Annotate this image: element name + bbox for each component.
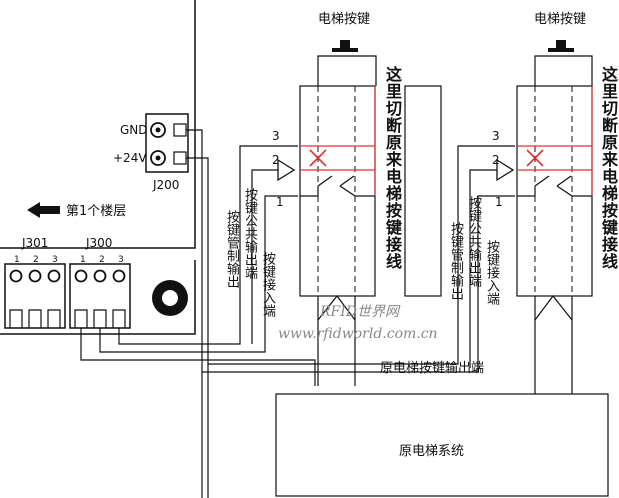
- svg-text:3: 3: [52, 255, 58, 265]
- elevator-system-box: [275, 393, 609, 497]
- input-left: 按键接入端: [260, 252, 275, 317]
- ctrl-out-right: 按键管制输出: [448, 222, 463, 300]
- cut-mark-right: [526, 149, 544, 167]
- pushbutton-right-icon: [556, 40, 566, 48]
- svg-text:2: 2: [99, 255, 105, 265]
- v24-label: +24V: [113, 151, 147, 165]
- button-right-title: 电梯按键: [534, 12, 586, 27]
- common-out-right: 按键公共输出端: [466, 196, 481, 287]
- svg-text:1: 1: [80, 255, 86, 265]
- svg-text:2: 2: [492, 153, 500, 167]
- controller-board-bottom: [0, 260, 196, 335]
- common-out-left: 按键公共输出端: [242, 188, 257, 279]
- cut-mark-left: [309, 149, 327, 167]
- svg-text:2: 2: [33, 255, 39, 265]
- j200-pin-gnd: [150, 122, 166, 138]
- gnd-label: GND: [120, 123, 148, 137]
- j200-connector: [145, 113, 189, 173]
- svg-text:1: 1: [276, 195, 284, 209]
- pushbutton-left-icon: [340, 40, 350, 48]
- svg-text:3: 3: [272, 129, 280, 143]
- floor-label: 第1个楼层: [66, 204, 126, 219]
- button-right-box: [516, 85, 593, 297]
- svg-text:3: 3: [118, 255, 124, 265]
- button-left-box: [299, 85, 376, 297]
- input-right: 按键接入端: [484, 240, 499, 305]
- watermark-url: www.rfidworld.com.cn: [278, 326, 438, 342]
- arrow-left-icon: [27, 202, 60, 218]
- watermark-title: RFID世界网: [319, 304, 401, 320]
- controller-board-outline: [0, 0, 196, 249]
- j200-label: J200: [152, 178, 179, 192]
- cut-note-left: 这里切断原来电梯按键接线: [383, 66, 402, 270]
- svg-text:3: 3: [492, 129, 500, 143]
- button-left-title: 电梯按键: [318, 12, 370, 27]
- svg-text:2: 2: [272, 153, 280, 167]
- svg-text:1: 1: [495, 195, 503, 209]
- orig-output-label: 原电梯按键输出端: [380, 360, 484, 376]
- ctrl-out-left: 按键管制输出: [224, 210, 239, 288]
- j301-connector: [4, 263, 66, 329]
- cut-note-right: 这里切断原来电梯按键接线: [599, 66, 618, 270]
- j200-pin-24v: [150, 150, 166, 166]
- j300-label: J300: [85, 236, 112, 250]
- svg-text:1: 1: [14, 255, 20, 265]
- j300-connector: [69, 263, 131, 329]
- system-label: 原电梯系统: [399, 444, 464, 459]
- j301-label: J301: [21, 236, 48, 250]
